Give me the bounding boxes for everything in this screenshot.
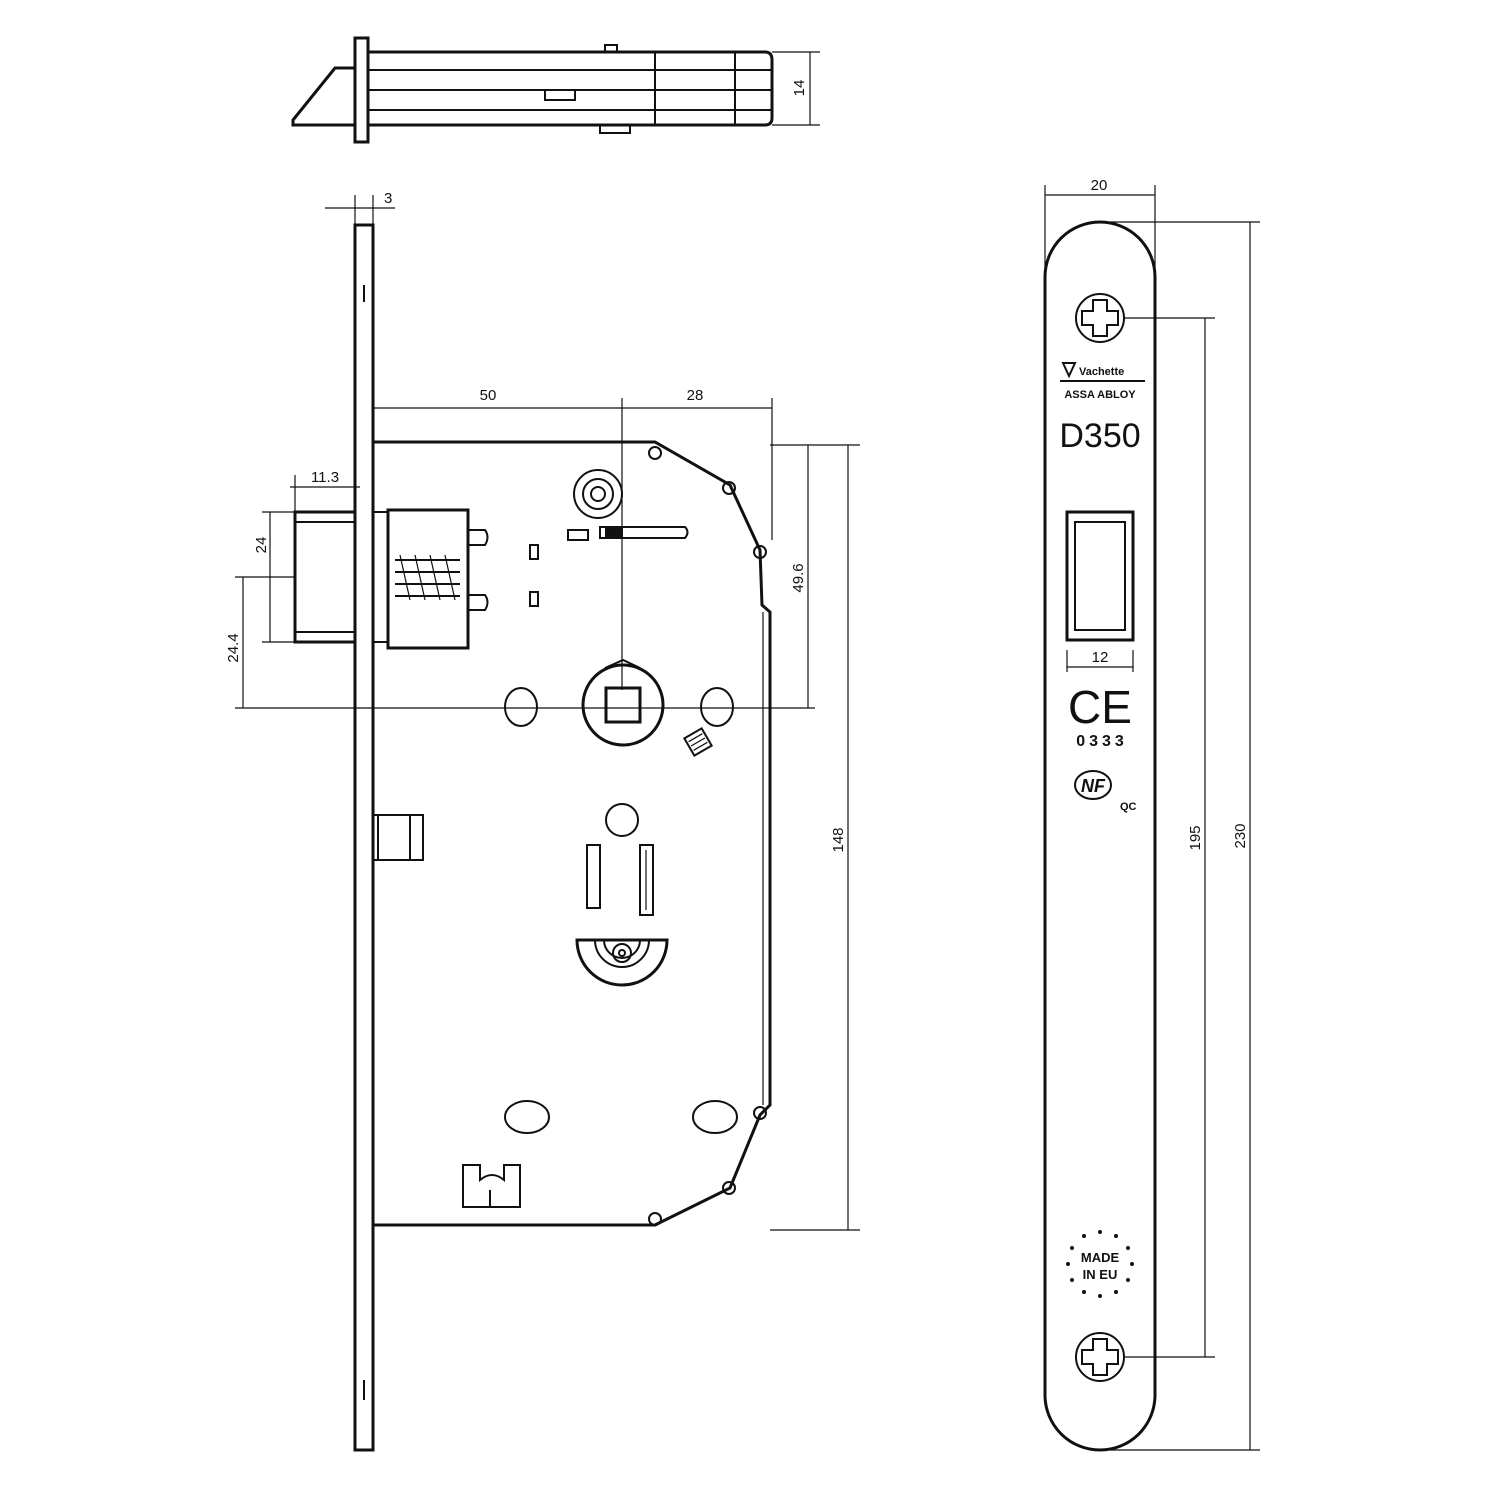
dim-screw-spacing: 195 [1187, 825, 1204, 850]
dim-faceplate-length: 230 [1232, 823, 1249, 848]
dim-backset: 50 [480, 387, 497, 404]
top-case [368, 50, 774, 127]
made-in-line1: MADE [1081, 1250, 1120, 1265]
handle-follower [581, 663, 665, 747]
dim-latch-projection: 11.3 [311, 469, 339, 486]
dim-latch-center-to-spindle: 49.6 [790, 563, 807, 592]
model-number: D350 [1059, 417, 1140, 455]
nf-sub: QC [1120, 801, 1137, 813]
dim-latch-height: 24 [253, 537, 270, 554]
faceplate [1043, 220, 1157, 1452]
brand-name: Vachette [1079, 366, 1124, 378]
dim-case-height: 148 [830, 827, 847, 852]
nf-mark: NF [1081, 776, 1106, 796]
dim-top-thickness: 14 [791, 80, 808, 97]
screw-top [1075, 293, 1125, 343]
lock-case [373, 440, 772, 1227]
privacy-turn [575, 938, 669, 987]
screw-bottom [1075, 1332, 1125, 1382]
brand-group: ASSA ABLOY [1064, 389, 1136, 401]
made-in-eu-stars [1066, 1230, 1134, 1298]
dim-faceplate-width: 20 [1091, 177, 1108, 194]
latch-housing [386, 508, 470, 650]
made-in-line2: IN EU [1083, 1267, 1118, 1282]
dim-latch-to-spindle: 24.4 [225, 633, 242, 662]
faceplate-side [353, 223, 375, 1452]
dim-latch-opening: 12 [1092, 649, 1109, 666]
latch-bevel [291, 66, 357, 127]
latch-bolt [293, 510, 357, 644]
ce-code: 0333 [1076, 733, 1128, 750]
latch-opening [1065, 510, 1135, 642]
dim-spindle-to-edge: 28 [687, 387, 704, 404]
dim-faceplate-thickness: 3 [384, 190, 392, 207]
top-view: 14 [291, 36, 820, 144]
front-view: 3 11.3 24 24.4 [225, 190, 860, 1452]
ce-mark: CE [1068, 681, 1132, 733]
faceplate-front-view: 20 Vachette ASSA ABLOY D350 MADE 12 CE 0… [1043, 177, 1260, 1452]
top-faceplate [353, 36, 370, 144]
